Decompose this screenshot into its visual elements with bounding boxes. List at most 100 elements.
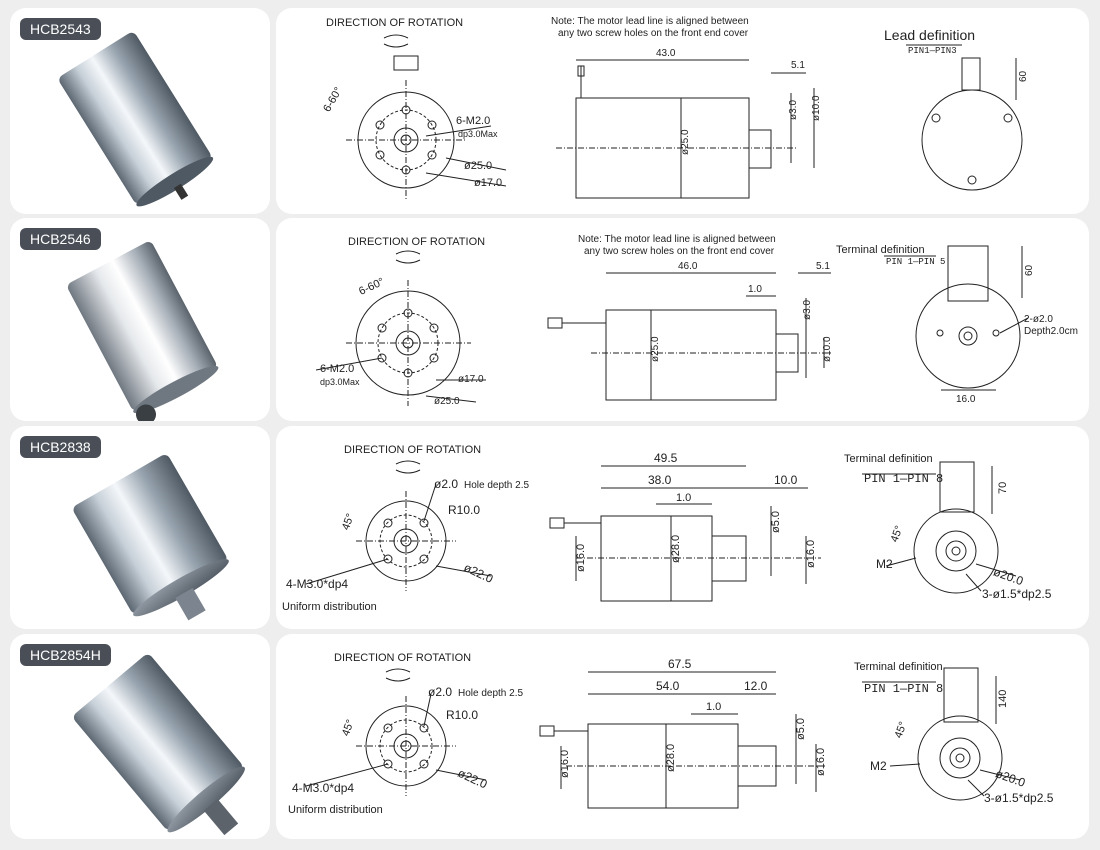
drawing-card: DIRECTION OF ROTATION ø2.0 Hole depth 2.…: [276, 426, 1089, 629]
dimension-label: 45°: [340, 512, 357, 532]
motor-row-3: HCB2838 DIRECTION OF ROTATION ø2.0 Hole …: [0, 426, 1100, 629]
dimension-label: ø16.0: [815, 748, 827, 776]
motor-photo: [59, 32, 214, 207]
dimension-label: ø16.0: [559, 750, 571, 778]
dimension-label: ø10.0: [811, 95, 822, 121]
model-badge: HCB2854H: [20, 644, 111, 666]
dimension-label: 12.0: [744, 679, 768, 693]
technical-drawing: DIRECTION OF ROTATION 6-60° 6-M2.0 dp3.0…: [315, 234, 1078, 407]
dimension-label: ø16.0: [575, 544, 587, 572]
dimension-label: PIN 1—PIN 5: [886, 257, 945, 267]
dimension-label: PIN 1—PIN 8: [864, 472, 943, 486]
dimension-label: 45°: [893, 720, 910, 740]
rotation-arrow-icon: [383, 34, 409, 39]
rotation-arrow-icon: [395, 460, 421, 465]
motor-photo: [73, 654, 245, 836]
dimension-label: 60: [1024, 264, 1035, 276]
dimension-label: ø17.0: [474, 177, 502, 189]
dimension-label: 3-ø1.5*dp2.5: [982, 587, 1052, 601]
dimension-label: ø28.0: [665, 744, 677, 772]
dimension-label: 10.0: [774, 473, 798, 487]
dimension-label: ø2.0: [434, 477, 458, 491]
dimension-label: 4-M3.0*dp4: [292, 781, 354, 795]
rear-title: Lead definition: [884, 27, 975, 43]
model-badge: HCB2546: [20, 228, 101, 250]
rear-title: Terminal definition: [854, 661, 943, 673]
technical-drawing: DIRECTION OF ROTATION 6-60° 6-M2.0 dp3.0…: [321, 16, 1029, 200]
motor-photo-card: HCB2838: [10, 426, 270, 629]
dimension-label: ø20.0: [994, 766, 1028, 790]
rotation-arrow-icon: [395, 250, 421, 255]
dimension-label: 140: [997, 690, 1009, 708]
motor-row-1: HCB2543 DIRECTION OF ROTATION 6-60° 6-M2…: [0, 8, 1100, 214]
dimension-label: ø25.0: [464, 160, 492, 172]
dimension-label: Uniform distribution: [282, 601, 377, 613]
dimension-label: 5.1: [816, 261, 830, 272]
dimension-label: any two screw holes on the front end cov…: [584, 246, 775, 257]
technical-drawing: DIRECTION OF ROTATION ø2.0 Hole depth 2.…: [282, 444, 1052, 613]
model-badge: HCB2838: [20, 436, 101, 458]
dimension-label: 1.0: [706, 701, 721, 713]
technical-drawing: DIRECTION OF ROTATION ø2.0 Hole depth 2.…: [288, 652, 1054, 816]
dimension-label: 60: [1018, 70, 1029, 82]
dimension-label: 49.5: [654, 451, 678, 465]
dimension-label: ø22.0: [462, 560, 496, 586]
dimension-label: ø25.0: [680, 129, 691, 155]
dimension-label: dp3.0Max: [458, 129, 498, 139]
rotation-label: DIRECTION OF ROTATION: [344, 444, 481, 456]
dimension-label: PIN1—PIN3: [908, 46, 957, 56]
motor-row-4: HCB2854H DIRECTION OF ROTATION ø2.0 Hole…: [0, 634, 1100, 839]
dimension-label: Depth2.0cm: [1024, 326, 1078, 337]
dimension-label: M2: [870, 759, 887, 773]
dimension-label: ø17.0: [458, 374, 484, 385]
dimension-label: 45°: [340, 718, 357, 738]
rotation-label: DIRECTION OF ROTATION: [326, 17, 463, 29]
motor-photo-card: HCB2543: [10, 8, 270, 214]
motor-row-2: HCB2546 DIRECTION OF ROTATION 6-60° 6-M2…: [0, 218, 1100, 421]
dimension-label: ø20.0: [992, 565, 1026, 589]
motor-photo: [73, 455, 229, 621]
dimension-label: 1.0: [748, 284, 762, 295]
dimension-label: R10.0: [446, 708, 478, 722]
dimension-label: 43.0: [656, 48, 676, 59]
motor-photo: [67, 242, 219, 421]
motor-photo-card: HCB2546: [10, 218, 270, 421]
dimension-label: 3-ø1.5*dp2.5: [984, 791, 1054, 805]
dimension-label: Hole depth 2.5: [464, 480, 529, 491]
dimension-label: 6-M2.0: [456, 115, 490, 127]
dimension-label: 38.0: [648, 473, 672, 487]
dimension-label: ø22.0: [456, 766, 490, 792]
dimension-label: 6-60°: [321, 85, 345, 114]
dimension-label: M2: [876, 557, 893, 571]
dimension-label: 4-M3.0*dp4: [286, 577, 348, 591]
dimension-label: 1.0: [676, 492, 691, 504]
dimension-label: ø5.0: [770, 511, 782, 533]
dimension-label: ø3.0: [802, 300, 813, 320]
dimension-label: ø2.0: [428, 685, 452, 699]
drawing-card: DIRECTION OF ROTATION 6-60° 6-M2.0 dp3.0…: [276, 218, 1089, 421]
dimension-label: 5.1: [791, 60, 805, 71]
dimension-label: 45°: [889, 524, 906, 544]
rotation-arrow-icon: [385, 668, 411, 673]
motor-photo-card: HCB2854H: [10, 634, 270, 839]
dimension-label: ø25.0: [434, 396, 460, 407]
dimension-label: 6-60°: [357, 276, 386, 298]
dimension-label: 70: [997, 482, 1009, 494]
model-badge: HCB2543: [20, 18, 101, 40]
rotation-label: DIRECTION OF ROTATION: [334, 652, 471, 664]
dimension-label: 16.0: [956, 394, 976, 405]
dimension-label: ø5.0: [795, 718, 807, 740]
dimension-label: 46.0: [678, 261, 698, 272]
dimension-label: ø28.0: [670, 535, 682, 563]
dimension-label: 54.0: [656, 679, 680, 693]
drawing-card: DIRECTION OF ROTATION ø2.0 Hole depth 2.…: [276, 634, 1089, 839]
dimension-label: ø16.0: [805, 540, 817, 568]
dimension-label: any two screw holes on the front end cov…: [558, 28, 749, 39]
dimension-label: Uniform distribution: [288, 804, 383, 816]
dimension-label: Note: The motor lead line is aligned bet…: [551, 16, 749, 27]
drawing-card: DIRECTION OF ROTATION 6-60° 6-M2.0 dp3.0…: [276, 8, 1089, 214]
dimension-label: Hole depth 2.5: [458, 688, 523, 699]
dimension-label: dp3.0Max: [320, 377, 360, 387]
rotation-label: DIRECTION OF ROTATION: [348, 236, 485, 248]
dimension-label: 67.5: [668, 657, 692, 671]
